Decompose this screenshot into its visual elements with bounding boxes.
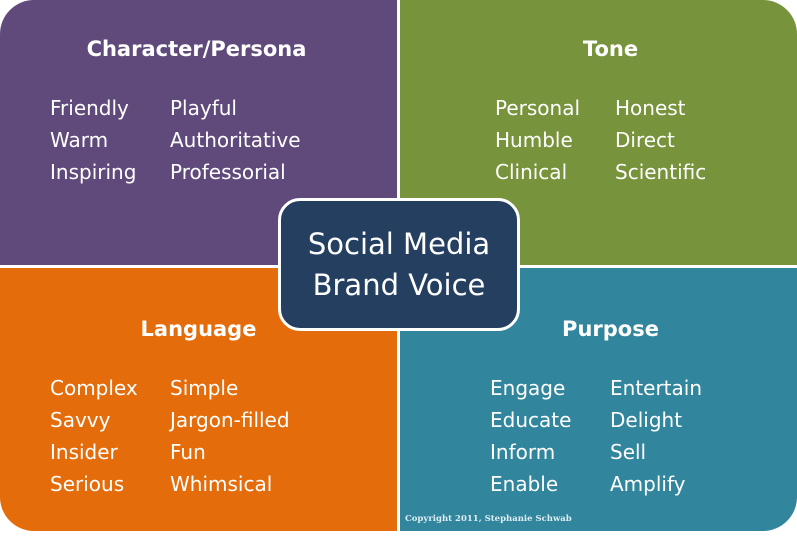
quadrant-title: Character/Persona: [86, 37, 307, 61]
word: Friendly: [50, 96, 129, 120]
word: Sell: [610, 440, 647, 464]
word: Engage: [490, 376, 566, 400]
word: Honest: [615, 96, 686, 120]
word: Professorial: [170, 160, 286, 184]
word: Personal: [495, 96, 581, 120]
word-list-left: Friendly Warm Inspiring: [50, 92, 136, 188]
word: Inform: [490, 440, 556, 464]
word: Jargon-filled: [170, 408, 290, 432]
word: Amplify: [610, 472, 686, 496]
word: Insider: [50, 440, 118, 464]
word: Fun: [170, 440, 206, 464]
word: Warm: [50, 128, 109, 152]
word: Entertain: [610, 376, 703, 400]
word-list-right: Entertain Delight Sell Amplify: [610, 372, 702, 500]
word: Clinical: [495, 160, 568, 184]
word-list-right: Honest Direct Scientific: [615, 92, 706, 188]
word: Authoritative: [170, 128, 301, 152]
word-list-left: Complex Savvy Insider Serious: [50, 372, 138, 500]
word: Direct: [615, 128, 675, 152]
quadrant-title: Purpose: [562, 317, 659, 341]
word: Delight: [610, 408, 683, 432]
center-title-box: Social Media Brand Voice: [278, 198, 520, 331]
word-list-right: Playful Authoritative Professorial: [170, 92, 301, 188]
word-list-right: Simple Jargon-filled Fun Whimsical: [170, 372, 290, 500]
word: Playful: [170, 96, 237, 120]
word: Scientific: [615, 160, 707, 184]
language-quadrant: Language Complex Savvy Insider Serious S…: [0, 268, 397, 531]
word: Humble: [495, 128, 573, 152]
word: Educate: [490, 408, 572, 432]
word-list-left: Engage Educate Inform Enable: [490, 372, 571, 500]
quadrant-title: Tone: [582, 37, 639, 61]
word: Enable: [490, 472, 559, 496]
word: Serious: [50, 472, 125, 496]
copyright-text: Copyright 2011, Stephanie Schwab: [405, 514, 572, 524]
word: Inspiring: [50, 160, 137, 184]
word: Simple: [170, 376, 239, 400]
word: Savvy: [50, 408, 111, 432]
center-title-line1: Social Media: [307, 227, 491, 261]
character-persona-quadrant: Character/Persona Friendly Warm Inspirin…: [0, 0, 397, 265]
word: Complex: [50, 376, 138, 400]
word: Whimsical: [170, 472, 273, 496]
word-list-left: Personal Humble Clinical: [495, 92, 580, 188]
quadrant-title: Language: [140, 317, 257, 341]
center-title-line2: Brand Voice: [312, 268, 486, 302]
